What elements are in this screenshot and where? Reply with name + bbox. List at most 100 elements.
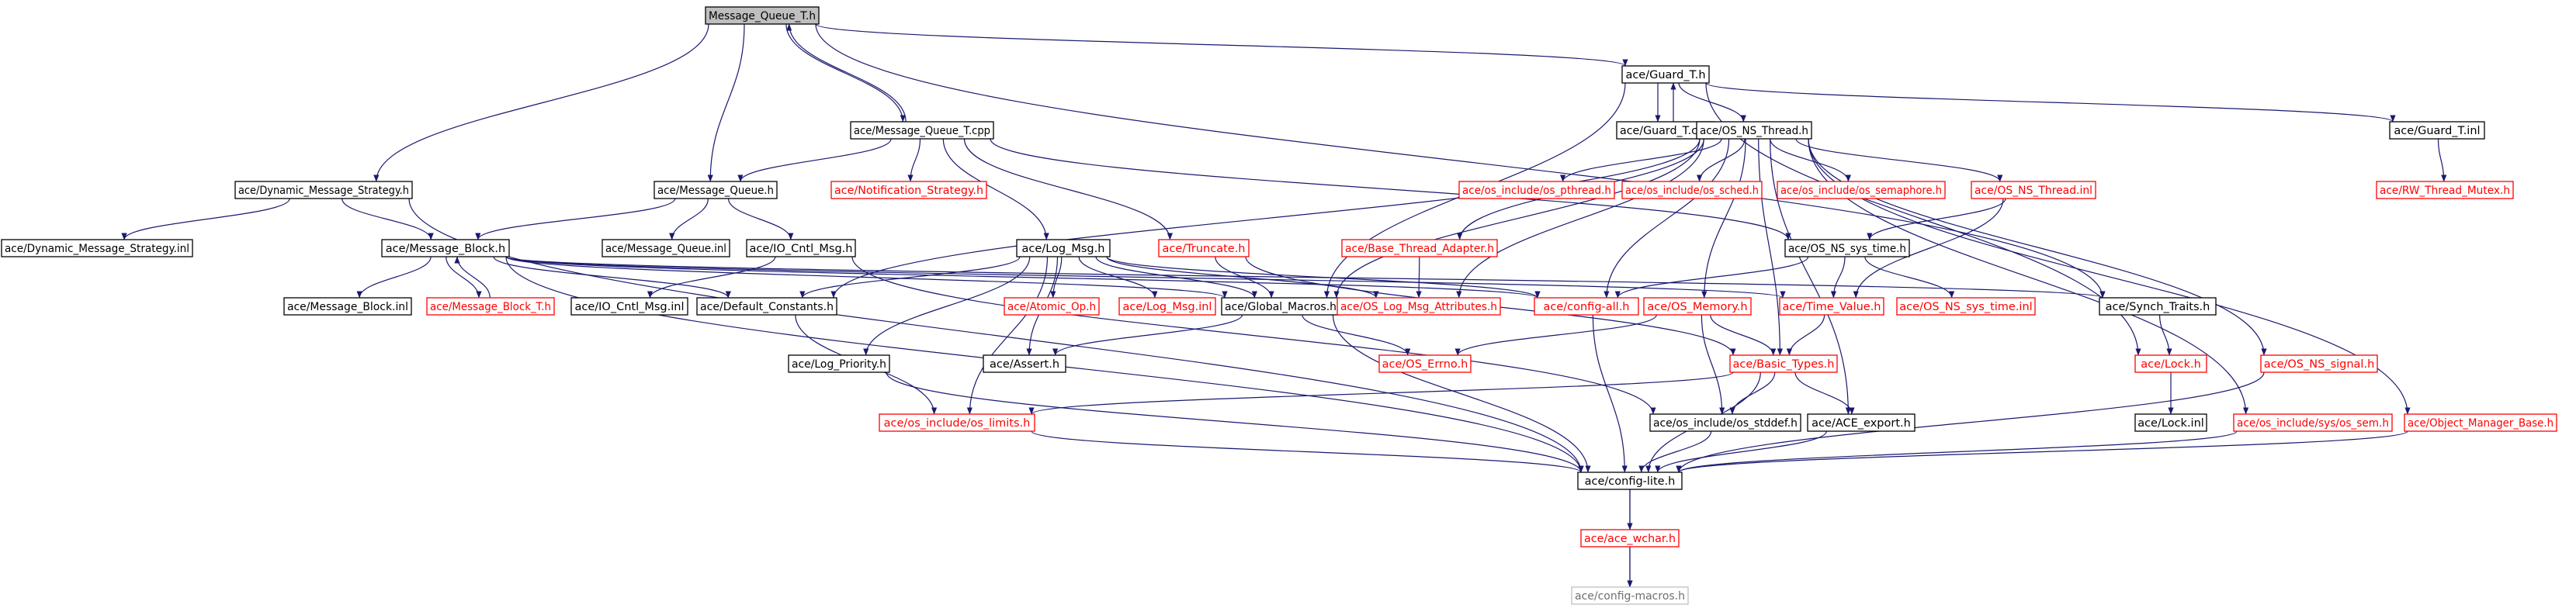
node-syssem-h[interactable]: ace/os_include/sys/os_sem.h: [2233, 413, 2393, 432]
node-mq-t-cpp[interactable]: ace/Message_Queue_T.cpp: [850, 121, 994, 140]
node-label: ace/os_include/os_stddef.h: [1653, 417, 1798, 430]
node-mq-t-h[interactable]: Message_Queue_T.h: [705, 6, 820, 25]
node-label: ace/OS_Memory.h: [1647, 301, 1747, 313]
node-rw-mutex-h[interactable]: ace/RW_Thread_Mutex.h: [2376, 181, 2514, 199]
node-label: ace/Synch_Traits.h: [2106, 301, 2210, 313]
edge-dms_h-to-dms_inl: [121, 198, 290, 240]
node-box: [1729, 354, 1838, 373]
node-iocm-inl[interactable]: ace/IO_Cntl_Msg.inl: [570, 297, 688, 316]
node-lock-h[interactable]: ace/Lock.h: [2134, 354, 2207, 373]
edge-os_ns_sys_time_h-to-configall_h: [1614, 256, 1809, 299]
node-label: ace/Message_Queue.h: [657, 185, 774, 197]
edge-mq_t_cpp-to-truncate_h: [963, 138, 1173, 240]
node-box: [983, 354, 1066, 373]
node-os-ns-thread-h[interactable]: ace/OS_NS_Thread.h: [1696, 121, 1812, 140]
edge-mq_t_h-to-dms_h: [373, 23, 709, 182]
edge-truncate_h-to-globalmacros_h: [1215, 256, 1274, 299]
node-osstddef-h[interactable]: ace/os_include/os_stddef.h: [1649, 413, 1801, 432]
node-configlite-h[interactable]: ace/config-lite.h: [1577, 472, 1683, 490]
edge-logmsg_h-to-globalmacros_h: [1095, 256, 1257, 299]
edge-logmsg_h-to-logmsg_inl: [1078, 256, 1158, 299]
node-box: [705, 6, 820, 25]
node-box: [602, 239, 730, 257]
node-iocm-h[interactable]: ace/IO_Cntl_Msg.h: [746, 239, 856, 257]
node-configall-h[interactable]: ace/config-all.h: [1534, 297, 1639, 316]
node-box: [2233, 413, 2393, 432]
node-oslimits-h[interactable]: ace/os_include/os_limits.h: [879, 413, 1035, 432]
node-logmsg-inl[interactable]: ace/Log_Msg.inl: [1118, 297, 1216, 316]
node-box: [1458, 181, 1615, 199]
node-atomic-h[interactable]: ace/Atomic_Op.h: [1004, 297, 1100, 316]
node-os-ns-thread-inl[interactable]: ace/OS_NS_Thread.inl: [1971, 181, 2096, 199]
node-pthread-h[interactable]: ace/os_include/os_pthread.h: [1458, 181, 1615, 199]
node-guard-t-h[interactable]: ace/Guard_T.h: [1621, 65, 1710, 84]
node-synch-h[interactable]: ace/Synch_Traits.h: [2099, 297, 2217, 316]
node-label: ace/os_include/os_limits.h: [884, 417, 1031, 430]
edge-logmsg_h-to-configall_h: [1106, 256, 1541, 299]
edge-os_ns_thread_inl-to-timevalue_h: [1853, 198, 2004, 299]
node-os-ns-sys-time-h[interactable]: ace/OS_NS_sys_time.h: [1784, 239, 1910, 257]
node-os-ns-sys-time-inl[interactable]: ace/OS_NS_sys_time.inl: [1896, 297, 2036, 316]
node-label: ace/Message_Block.h: [386, 243, 505, 255]
node-label: ace/OS_Errno.h: [1382, 358, 1468, 371]
node-box: [1896, 297, 2036, 316]
node-dms-h[interactable]: ace/Dynamic_Message_Strategy.h: [234, 181, 413, 199]
node-label: ace/config-all.h: [1543, 301, 1629, 313]
node-timevalue-h[interactable]: ace/Time_Value.h: [1779, 297, 1884, 316]
node-box: [1777, 181, 1946, 199]
edge-globalmacros_h-to-assert_h: [1052, 314, 1243, 356]
node-mq-inl[interactable]: ace/Message_Queue.inl: [602, 239, 730, 257]
edge-os_ns_sys_time_h-to-timevalue_h: [1830, 256, 1846, 299]
node-os-ns-signal-h[interactable]: ace/OS_NS_signal.h: [2260, 354, 2378, 373]
node-oslma-h[interactable]: ace/OS_Log_Msg_Attributes.h: [1337, 297, 1501, 316]
node-logmsg-h[interactable]: ace/Log_Msg.h: [1016, 239, 1111, 257]
node-mb-h[interactable]: ace/Message_Block.h: [381, 239, 510, 257]
node-sched-h[interactable]: ace/os_include/os_sched.h: [1621, 181, 1763, 199]
node-omb-h[interactable]: ace/Object_Manager_Base.h: [2404, 413, 2557, 432]
node-logprio-h[interactable]: ace/Log_Priority.h: [788, 354, 890, 373]
node-oserrno-h[interactable]: ace/OS_Errno.h: [1378, 354, 1472, 373]
node-label: ace/os_include/os_sched.h: [1625, 185, 1759, 197]
node-box: [1158, 239, 1250, 257]
node-notif-h[interactable]: ace/Notification_Strategy.h: [830, 181, 987, 199]
node-truncate-h[interactable]: ace/Truncate.h: [1158, 239, 1250, 257]
node-box: [1649, 413, 1801, 432]
edge-synch_h-to-lock_h: [2159, 314, 2172, 356]
node-box: [234, 181, 413, 199]
node-bta-h[interactable]: ace/Base_Thread_Adapter.h: [1341, 239, 1498, 257]
node-box: [1696, 121, 1812, 140]
node-semaphore-h[interactable]: ace/os_include/os_semaphore.h: [1777, 181, 1946, 199]
node-box: [1971, 181, 2096, 199]
edge-timevalue_h-to-basictypes_h: [1786, 314, 1825, 356]
node-box: [2404, 413, 2557, 432]
node-label: ace/Atomic_Op.h: [1007, 301, 1096, 313]
node-label: ace/Assert.h: [990, 358, 1059, 371]
node-label: ace/Guard_T.cpp: [1620, 125, 1711, 137]
node-configmacros-h[interactable]: ace/config-macros.h: [1571, 586, 1689, 605]
node-guard-t-inl[interactable]: ace/Guard_T.inl: [2389, 121, 2485, 140]
node-mq-h[interactable]: ace/Message_Queue.h: [654, 181, 778, 199]
node-aceexport-h[interactable]: ace/ACE_export.h: [1807, 413, 1916, 432]
edge-mq_t_cpp-to-os_ns_sys_time_h: [990, 138, 1791, 240]
node-label: ace/Log_Msg.h: [1022, 243, 1105, 255]
node-defconst-h[interactable]: ace/Default_Constants.h: [696, 297, 837, 316]
node-lock-inl[interactable]: ace/Lock.inl: [2134, 413, 2207, 432]
node-basictypes-h[interactable]: ace/Basic_Types.h: [1729, 354, 1838, 373]
node-assert-h[interactable]: ace/Assert.h: [983, 354, 1066, 373]
node-label: ace/ACE_export.h: [1812, 417, 1911, 430]
node-acewchar-h[interactable]: ace/ace_wchar.h: [1580, 529, 1680, 548]
node-osmemory-h[interactable]: ace/OS_Memory.h: [1643, 297, 1752, 316]
node-globalmacros-h[interactable]: ace/Global_Macros.h: [1221, 297, 1340, 316]
edge-mq_h-to-iocm_h: [727, 198, 794, 240]
edge-mq_h-to-mq_inl: [669, 198, 709, 240]
node-label: ace/OS_NS_sys_time.h: [1788, 243, 1906, 255]
edge-mb_h-to-mb_t_h: [446, 256, 482, 299]
node-mb-inl[interactable]: ace/Message_Block.inl: [283, 297, 412, 316]
node-label: ace/Guard_T.inl: [2394, 125, 2480, 137]
node-box: [1534, 297, 1639, 316]
node-box: [1, 239, 193, 257]
node-label: ace/OS_Log_Msg_Attributes.h: [1340, 301, 1497, 313]
node-dms-inl[interactable]: ace/Dynamic_Message_Strategy.inl: [1, 239, 193, 257]
node-mb-t-h[interactable]: ace/Message_Block_T.h: [426, 297, 555, 316]
node-label: ace/Message_Block.inl: [287, 301, 408, 313]
